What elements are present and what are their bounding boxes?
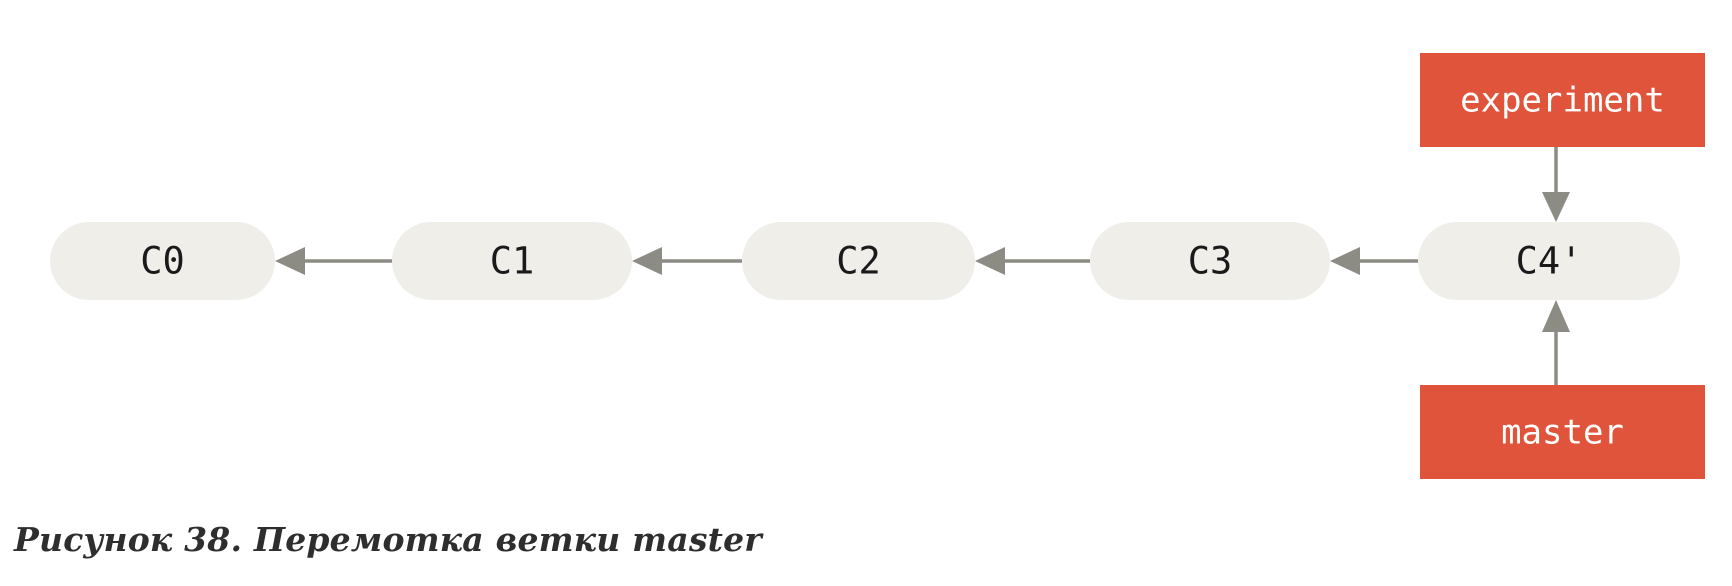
commit-label-c3: C3 [1188,240,1233,283]
commit-node-c0[interactable]: C0 [50,222,275,300]
arrow-c3-to-c2 [975,247,1090,275]
commit-label-c0: C0 [140,240,185,283]
arrow-master-to-c4prime [1542,300,1570,385]
commit-node-c4prime[interactable]: C4' [1418,222,1680,300]
branch-label-master-text: master [1501,413,1624,453]
commit-node-c2[interactable]: C2 [742,222,975,300]
figure-caption: Рисунок 38. Перемотка ветки master [14,520,762,559]
commit-label-c4prime: C4' [1516,240,1583,283]
arrow-experiment-to-c4prime [1542,147,1570,222]
branch-label-master[interactable]: master [1420,385,1705,479]
arrow-c4prime-to-c3 [1330,247,1418,275]
arrow-c2-to-c1 [632,247,742,275]
arrow-c1-to-c0 [275,247,392,275]
commit-label-c1: C1 [490,240,535,283]
commit-label-c2: C2 [836,240,881,283]
branch-label-experiment-text: experiment [1460,81,1665,121]
commit-node-c1[interactable]: C1 [392,222,632,300]
branch-label-experiment[interactable]: experiment [1420,53,1705,147]
commit-node-c3[interactable]: C3 [1090,222,1330,300]
